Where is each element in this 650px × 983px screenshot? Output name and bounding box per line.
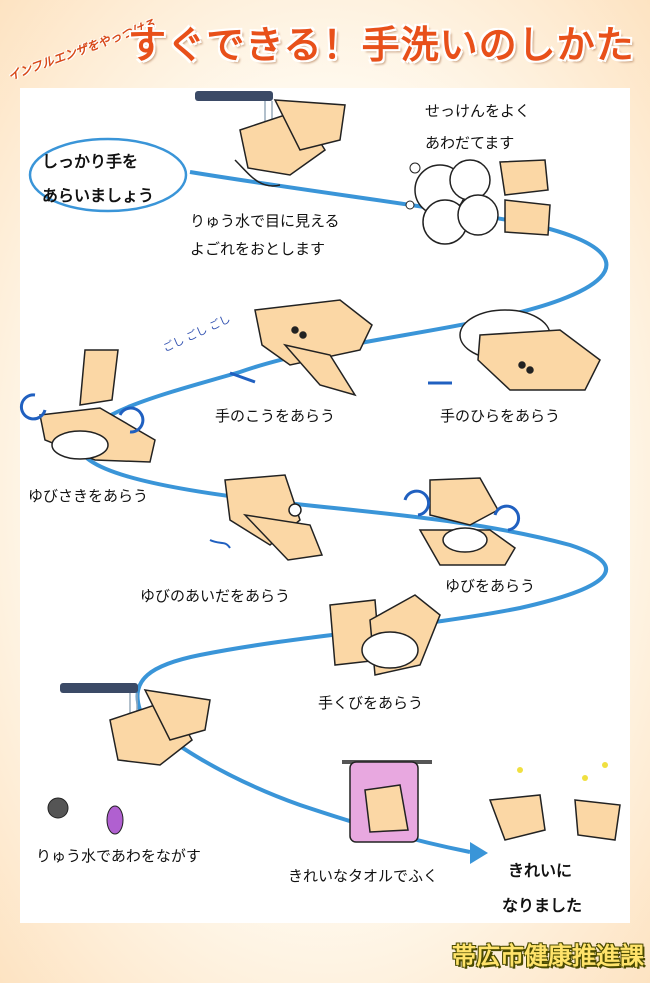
- step3-back-of-hand-icon: [254, 299, 373, 397]
- step5-rotate-arrow-right: [118, 406, 145, 434]
- step7-rotate-arrow-right: [493, 504, 521, 532]
- finish-line-1: きれいに: [508, 861, 573, 880]
- step4-label: 手のひらをあらう: [440, 407, 561, 425]
- step5-label: ゆびさきをあらう: [28, 487, 149, 505]
- page-title: すぐできる！手洗いのしかた: [128, 23, 635, 67]
- intro-line-2: あらいましょう: [42, 186, 155, 205]
- step4-palm-icon: [459, 309, 601, 391]
- step10-label: きれいなタオルでふく: [288, 867, 439, 885]
- step1-label-2: よごれをおとします: [190, 240, 326, 258]
- step8-label: 手くびをあらう: [318, 694, 424, 712]
- step6-shake-lines: [209, 539, 231, 549]
- step6-label: ゆびのあいだをあらう: [140, 587, 291, 605]
- step9-hands-icon: [109, 689, 211, 766]
- step3-rub-arrow: [229, 371, 256, 384]
- step7-fingers-icon: [418, 477, 516, 566]
- step1-label-1: りゅう水で目に見える: [190, 212, 340, 230]
- step2-lather-icon: [405, 159, 551, 245]
- step5-fingertips-icon: [39, 349, 156, 463]
- finish-line-2: なりました: [502, 896, 583, 915]
- step7-rotate-arrow-left: [403, 489, 431, 517]
- flow-arrowhead: [470, 842, 488, 864]
- step9-label: りゅう水であわをながす: [36, 847, 201, 865]
- step10-towel-icon: [342, 760, 432, 843]
- footer-organization: 帯広市健康推進課: [452, 942, 644, 970]
- step6-between-fingers-icon: [224, 474, 324, 561]
- germ-icons: [47, 797, 124, 835]
- step2-label-2: あわだてます: [425, 134, 515, 152]
- sparkle-icons: [517, 762, 608, 781]
- intro-bubble: [28, 137, 188, 213]
- step7-label: ゆびをあらう: [445, 577, 536, 595]
- step8-wrist-icon: [329, 594, 441, 676]
- clean-hands-icon: [488, 794, 621, 841]
- step5-rotate-arrow-left: [19, 393, 47, 421]
- step3-label: 手のこうをあらう: [215, 407, 336, 425]
- step2-label-1: せっけんをよく: [425, 102, 531, 120]
- step1-hands-icon: [234, 99, 346, 187]
- intro-line-1: しっかり手を: [42, 152, 139, 171]
